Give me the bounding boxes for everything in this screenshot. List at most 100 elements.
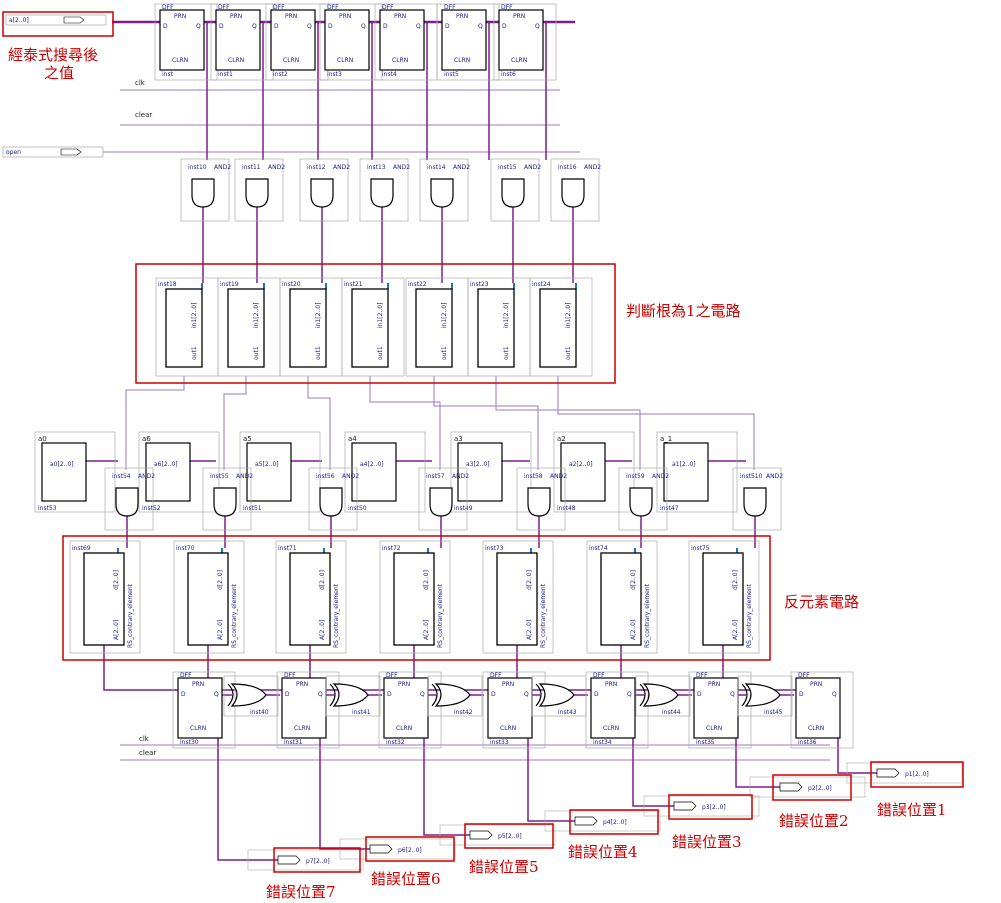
bot-dff-5-d: D (697, 691, 702, 698)
berlekamp-label-line1: 經泰式搜尋後 (8, 46, 98, 64)
root-block-4-inst: inst22 (408, 281, 427, 288)
inv-block-0-inst: inst69 (72, 545, 91, 552)
and-gate-4-inst: inst14 (427, 164, 446, 171)
bot-dff-6-frame (790, 671, 854, 749)
output-pin-4-symbol (574, 816, 598, 826)
inv-block-2-in: A[2..0] (319, 620, 326, 640)
root-block-5-out: out1 (503, 346, 510, 360)
and2-gate-3-body (429, 487, 453, 517)
root-to-and2-2 (307, 376, 331, 470)
const-block-0-label: a0 (38, 435, 47, 443)
and-gate-0-inst: inst10 (188, 164, 207, 171)
p3-highlight (668, 794, 753, 820)
inv-block-2-type: RS_contrary_element (333, 583, 340, 648)
top-dff-5-prn: PRN (456, 13, 468, 20)
bot-dff-0-body (177, 677, 223, 739)
bot-dff-0-inst: inst30 (180, 739, 199, 746)
bot-dff-3-q: Q (524, 691, 529, 698)
and-gate-2-inst: inst12 (307, 164, 326, 171)
inv-block-0-in: A[2..0] (113, 620, 120, 640)
bot-dff-0-frame (172, 671, 236, 749)
inv-block-6-body (702, 552, 744, 646)
const-block-3-value: a4[2..0] (360, 461, 384, 468)
and-gate-0-frame (180, 158, 230, 222)
and-gate-5-type: AND2 (524, 164, 541, 171)
bot-dff-4-clrn: CLRN (603, 725, 619, 732)
err5-label: 錯誤位置5 (469, 858, 539, 876)
root-block-6-out: out1 (565, 346, 572, 360)
const-block-4-inst: inst49 (454, 505, 473, 512)
root-block-4-body (415, 288, 453, 368)
xor-gate-0-body (230, 683, 267, 707)
xor-gate-2-curve (431, 683, 438, 707)
err4-label: 錯誤位置4 (568, 843, 638, 861)
root-block-3-in: in1[2..0] (377, 303, 384, 328)
inv-block-0-type: RS_contrary_element (127, 583, 134, 648)
inv-block-2-out: d[2..0] (319, 570, 326, 590)
and-gate-3-frame (359, 158, 409, 222)
and-gate-2-type: AND2 (333, 164, 350, 171)
inv-block-5-frame (586, 540, 658, 654)
and2-gate-1-type: AND2 (236, 473, 253, 480)
xor-gate-3-body (538, 683, 575, 707)
and2-gate-1-body (213, 487, 237, 517)
and-gate-4-frame (419, 158, 469, 222)
top-dff-1-clrn: CLRN (228, 57, 244, 64)
and2-gate-4-body (527, 487, 551, 517)
clear2-label: clear (139, 749, 156, 757)
xor-gate-2-inst: inst42 (454, 709, 473, 716)
output-pin-6-text: p6[2..0] (398, 847, 422, 854)
inv-block-0-body (83, 552, 125, 646)
and-gate-5-body (501, 178, 525, 208)
root-block-6-frame (529, 277, 593, 377)
and2-gate-1-frame (202, 467, 252, 531)
xor-gate-5-curve (741, 683, 748, 707)
output-pin-2-symbol (779, 782, 803, 792)
xor-gate-3-inst: inst43 (558, 709, 577, 716)
and-gate-4-body (430, 178, 454, 208)
inv-block-6-inst: inst75 (691, 545, 710, 552)
inv-block-6-in: A[2..0] (732, 620, 739, 640)
root-block-4-in: in1[2..0] (441, 303, 448, 328)
top-dff-5-inst: inst5 (444, 71, 459, 78)
bot-dff-3-type: DFF (490, 672, 502, 679)
xor-gate-1-frame (325, 675, 381, 717)
bot-dff-5-inst: inst35 (696, 739, 715, 746)
top-dff-6-prn: PRN (513, 13, 525, 20)
bot-dff-0-q: Q (214, 691, 219, 698)
const-block-3-inst: inst50 (348, 505, 367, 512)
bot-dff-1-q: Q (318, 691, 323, 698)
output-pin-1-text: p1[2..0] (905, 771, 929, 778)
root-block-5-body (477, 288, 515, 368)
const-block-6-value: a1[2..0] (672, 461, 696, 468)
and-gate-3-body (370, 178, 394, 208)
and2-gate-6-body (743, 487, 767, 517)
and-gate-3-type: AND2 (393, 164, 410, 171)
bot-dff-4-inst: inst34 (593, 739, 612, 746)
and2-gate-3-frame (418, 467, 468, 531)
top-dff-0-inst: inst (162, 71, 174, 78)
xor-gate-5-body (744, 683, 781, 707)
top-dff-2-type: DFF (273, 4, 285, 11)
inverse-highlight (62, 535, 771, 661)
xor-gate-0-frame (223, 675, 279, 717)
xor-gate-0-curve (227, 683, 234, 707)
top-dff-4-inst: inst4 (382, 71, 397, 78)
and-gate-2-body (310, 178, 334, 208)
p4-highlight (569, 809, 659, 835)
output-pin-5-symbol (469, 830, 493, 840)
bot-dff-2-prn: PRN (398, 681, 410, 688)
bot-dff-4-body (590, 677, 636, 739)
bot-dff-5-prn: PRN (708, 681, 720, 688)
input-pin-open-frame (2, 146, 104, 158)
bot-dff-0-type: DFF (180, 672, 192, 679)
bot-dff-1-prn: PRN (296, 681, 308, 688)
xor-gate-5-frame (737, 675, 793, 717)
bot-dff-5-frame (688, 671, 752, 749)
output-pin-2-text: p2[2..0] (808, 785, 832, 792)
bot-dff-6-prn: PRN (810, 681, 822, 688)
bot-dff-0-clrn: CLRN (190, 725, 206, 732)
top-dff-5-q: Q (478, 23, 483, 30)
output-pin-1-wire (837, 738, 877, 774)
